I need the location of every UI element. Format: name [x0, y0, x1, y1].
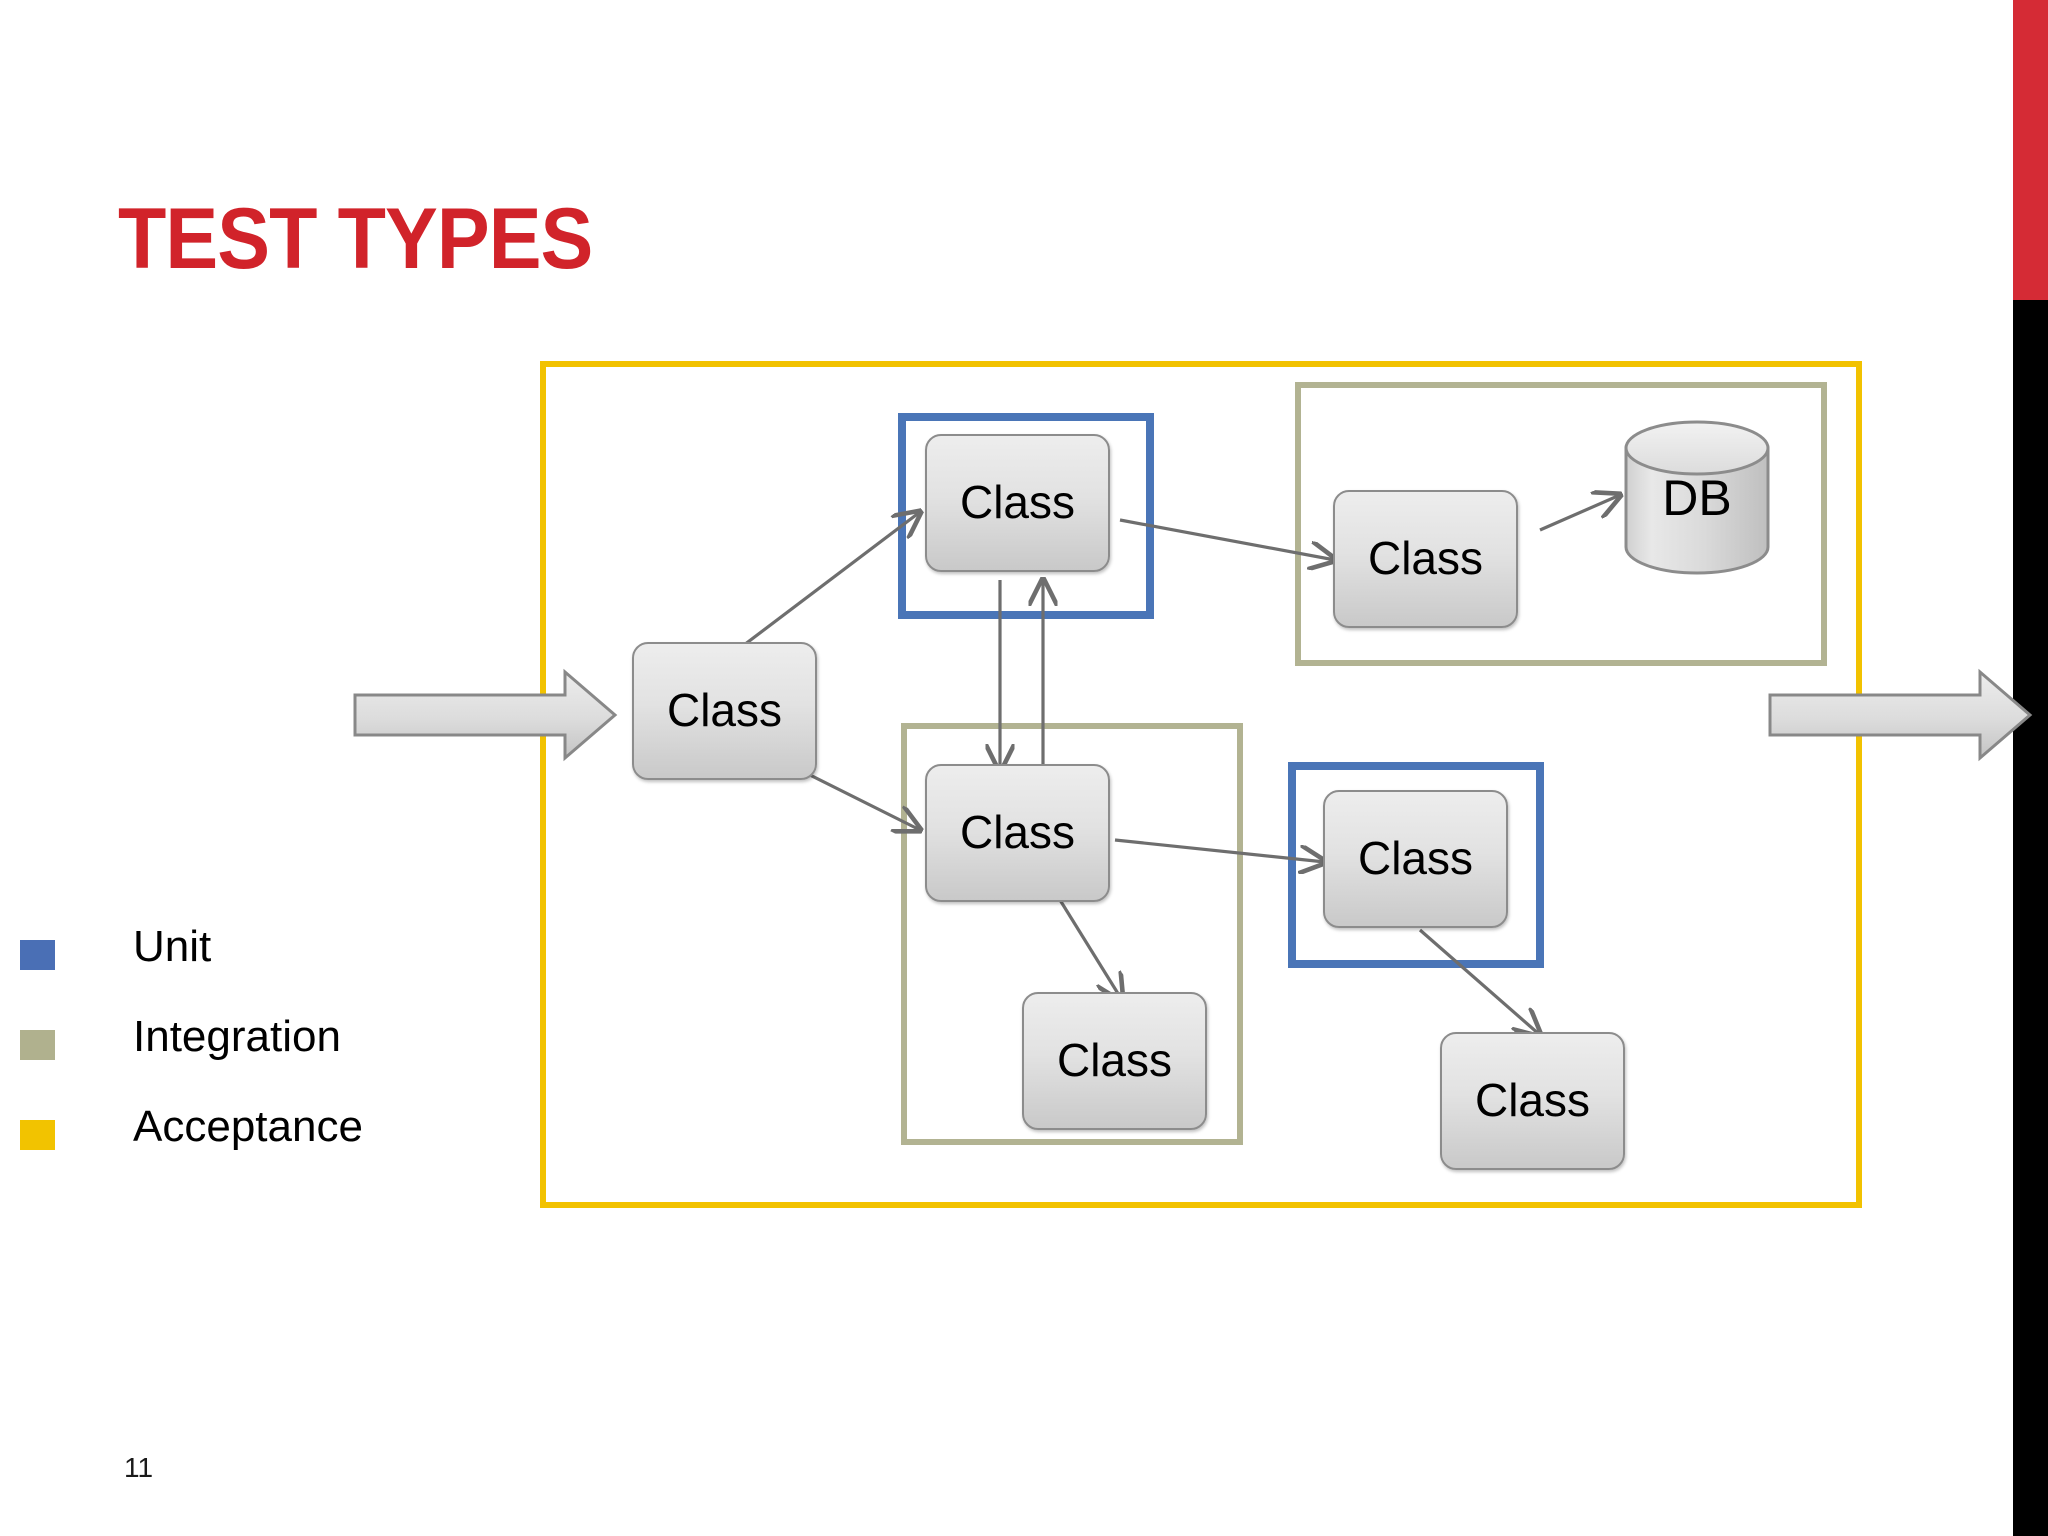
page-number: 11 — [124, 1452, 154, 1483]
class-node-label: Class — [1056, 1034, 1173, 1087]
class-node-label: Class — [1474, 1074, 1591, 1127]
legend-item-acceptance: Acceptance — [20, 1102, 440, 1200]
class-node-unit-right[interactable]: Class — [1323, 790, 1508, 928]
database-node[interactable]: DB — [1622, 420, 1772, 575]
square-marker-icon — [20, 1030, 55, 1060]
legend-item-unit: Unit — [20, 922, 440, 1020]
class-node-tail[interactable]: Class — [1440, 1032, 1625, 1170]
class-node-label: Class — [1367, 532, 1484, 585]
class-node-core-leaf[interactable]: Class — [1022, 992, 1207, 1130]
page-title: TEST TYPES — [118, 191, 593, 287]
class-node-core[interactable]: Class — [925, 764, 1110, 902]
class-node-label: Class — [1357, 832, 1474, 885]
square-marker-icon — [20, 1120, 55, 1150]
class-node-label: Class — [666, 684, 783, 737]
class-node-db-client[interactable]: Class — [1333, 490, 1518, 628]
legend: Unit Integration Acceptance — [20, 922, 440, 1200]
unit-scope-bottom-box — [1288, 762, 1544, 968]
legend-item-label: Integration — [133, 1012, 341, 1061]
legend-item-label: Acceptance — [133, 1102, 363, 1151]
square-marker-icon — [20, 940, 55, 970]
database-cylinder-icon — [1624, 420, 1770, 575]
integration-scope-core-box — [901, 723, 1243, 1145]
database-label: DB — [1662, 469, 1732, 526]
legend-item-integration: Integration — [20, 1012, 440, 1110]
accent-bar-red — [2013, 0, 2048, 300]
acceptance-scope-box — [540, 361, 1862, 1208]
class-node-entry[interactable]: Class — [632, 642, 817, 780]
class-node-label: Class — [959, 806, 1076, 859]
class-node-top[interactable]: Class — [925, 434, 1110, 572]
accent-bar-black — [2013, 300, 2048, 1536]
class-node-label: Class — [959, 476, 1076, 529]
legend-item-label: Unit — [133, 922, 212, 971]
